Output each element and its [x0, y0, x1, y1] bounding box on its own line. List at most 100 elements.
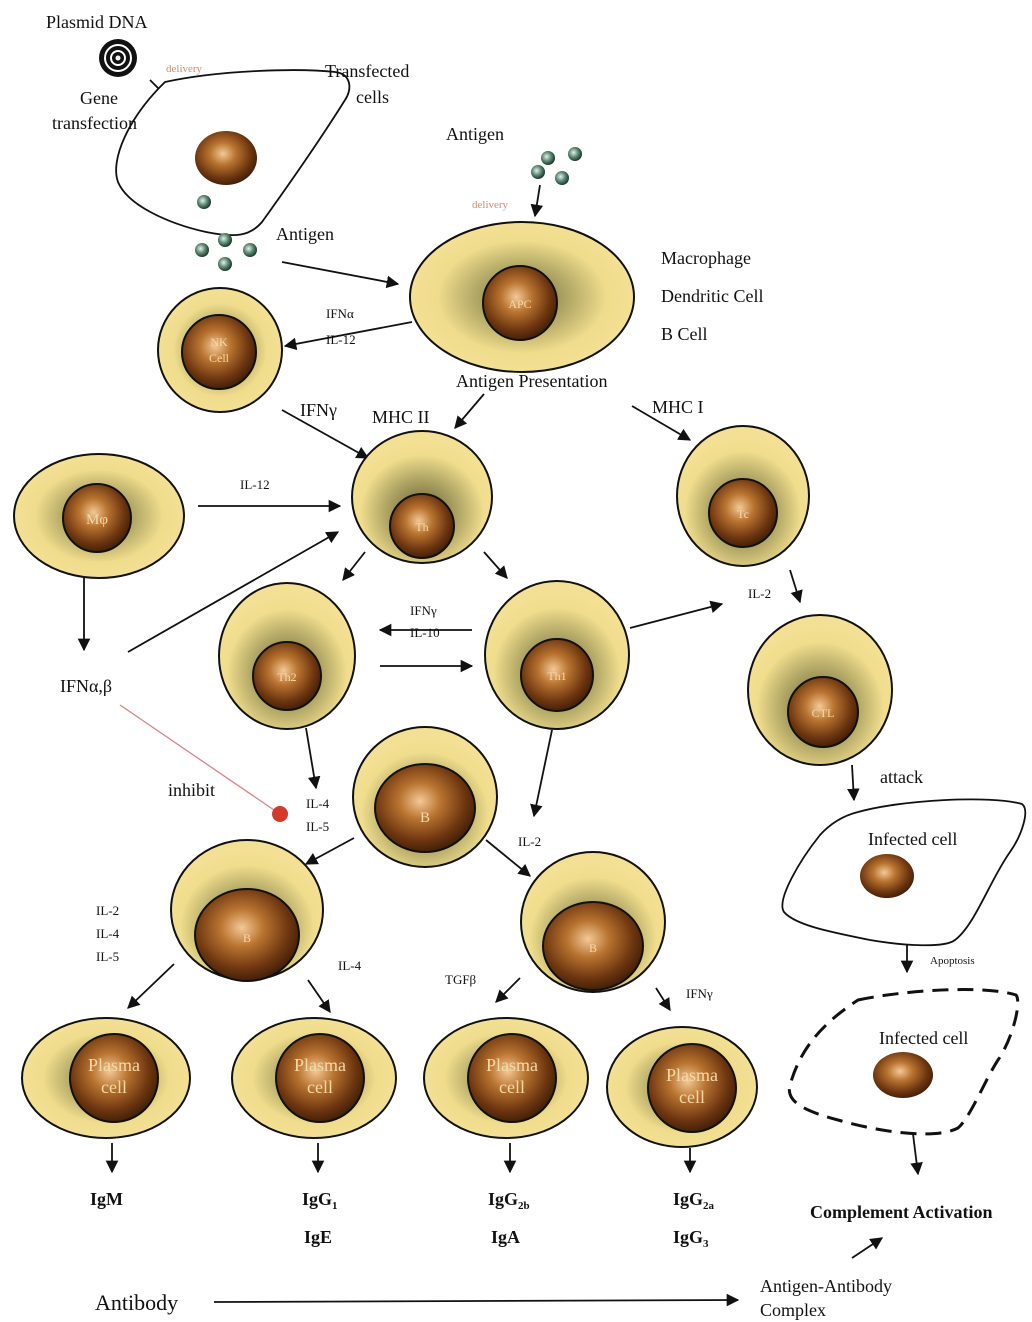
antigen-dots-top: [531, 147, 582, 185]
mhc2-label: MHC II: [372, 407, 430, 427]
th2-text: Th2: [277, 670, 296, 684]
arrow-antigen-apc: [282, 262, 398, 284]
bcell-label: B Cell: [661, 324, 708, 344]
tgfb-label: TGFβ: [445, 972, 477, 987]
arrow-b-plasma2: [308, 980, 330, 1012]
il4-right-label: IL-4: [338, 958, 362, 973]
plasmid-icon: [99, 39, 137, 77]
inhibit-label: inhibit: [168, 780, 215, 800]
igg2a-base: IgG: [673, 1189, 703, 1209]
igg2a-label: IgG2a: [673, 1189, 715, 1212]
inhibit-dot: [272, 806, 288, 822]
nk-text-2: Cell: [209, 351, 230, 365]
il2-b-label: IL-2: [518, 834, 541, 849]
igg3-sub: 3: [703, 1238, 709, 1250]
b-center-nucleus: [375, 764, 475, 852]
transfection-label: transfection: [52, 113, 137, 133]
antigen-left-label: Antigen: [276, 224, 334, 244]
plasma-text-3b: cell: [499, 1077, 525, 1097]
arrow-b-plasma3: [496, 978, 520, 1002]
dendritic-label: Dendritic Cell: [661, 286, 763, 306]
il2-left-label: IL-2: [96, 903, 119, 918]
transfected-cells-label: cells: [356, 87, 389, 107]
ifng-right-label: IFNγ: [686, 986, 713, 1001]
plasma-text-1a: Plasma: [88, 1055, 140, 1075]
igg2b-base: IgG: [488, 1189, 518, 1209]
igg2a-sub: 2a: [703, 1200, 715, 1212]
ige-label: IgE: [304, 1227, 332, 1247]
infected-nucleus: [860, 854, 914, 898]
igg1-base: IgG: [302, 1189, 332, 1209]
ifng-th-label: IFNγ: [410, 603, 437, 618]
attack-label: attack: [880, 767, 923, 787]
igg3-base: IgG: [673, 1227, 703, 1247]
plasmid-dna-label: Plasmid DNA: [46, 12, 148, 32]
mhc1-label: MHC I: [652, 397, 704, 417]
igg2b-sub: 2b: [518, 1200, 530, 1212]
il12-mphi-label: IL-12: [240, 477, 270, 492]
ifn-ab-label: IFNα,β: [60, 676, 112, 696]
nk-text-1: NK: [210, 335, 228, 349]
infected-cell-label-1: Infected cell: [868, 829, 957, 849]
transfected-nucleus: [195, 131, 257, 185]
arrow-th-th1: [484, 552, 507, 578]
antigen-dot: [197, 195, 211, 209]
plasma-text-4b: cell: [679, 1087, 705, 1107]
th-text: Th: [415, 520, 428, 534]
arrow-th2-b: [306, 728, 316, 788]
il4-left-label: IL-4: [96, 926, 120, 941]
arrow-antigen-delivery: [535, 185, 540, 216]
b-left-text: B: [243, 931, 251, 945]
ifn-gamma-nk-label: IFNγ: [300, 400, 337, 420]
arrow-ctl-attack: [852, 765, 854, 800]
igg1-sub: 1: [332, 1200, 338, 1212]
igg2b-label: IgG2b: [488, 1189, 530, 1212]
apoptotic-nucleus: [873, 1052, 933, 1098]
arrow-b-plasma1: [128, 964, 174, 1008]
il10-th-label: IL-10: [410, 625, 440, 640]
plasma-text-3a: Plasma: [486, 1055, 538, 1075]
tc-text: Tc: [737, 507, 749, 521]
ag-ab-label-1: Antigen-Antibody: [760, 1276, 892, 1296]
ag-ab-label-2: Complex: [760, 1300, 826, 1320]
transfected-label: Transfected: [325, 61, 409, 81]
ctl-text: CTL: [812, 706, 835, 720]
antibody-label: Antibody: [95, 1290, 178, 1315]
plasma-text-1b: cell: [101, 1077, 127, 1097]
il5-b-label: IL-5: [306, 819, 329, 834]
arrow-antibody-complex: [214, 1300, 738, 1302]
il5-left-label: IL-5: [96, 949, 119, 964]
delivery-label-top: delivery: [166, 63, 203, 75]
plasma-text-2b: cell: [307, 1077, 333, 1097]
arrow-th1-il2: [630, 604, 722, 628]
mphi-text: Mφ: [86, 512, 108, 528]
arrow-antigen-presentation: [455, 394, 484, 428]
apoptosis-label: Apoptosis: [930, 955, 975, 967]
macrophage-label: Macrophage: [661, 248, 751, 268]
infected-cell-label-2: Infected cell: [879, 1028, 968, 1048]
antigen-presentation-label: Antigen Presentation: [456, 371, 607, 391]
th1-text: Th1: [547, 669, 566, 683]
arrow-th1-b: [534, 730, 552, 816]
il12-nk-label: IL-12: [326, 332, 356, 347]
arrow-tc-ctl: [790, 570, 800, 602]
gene-label: Gene: [80, 88, 118, 108]
delivery-antigen-label: delivery: [472, 199, 509, 211]
apc-text: APC: [508, 297, 531, 311]
plasma-text-2a: Plasma: [294, 1055, 346, 1075]
plasma-text-4a: Plasma: [666, 1065, 718, 1085]
il2-tc-label: IL-2: [748, 586, 771, 601]
il4-b-label: IL-4: [306, 796, 330, 811]
b-right-text: B: [589, 941, 597, 955]
arrow-complex-complement: [852, 1238, 882, 1258]
arrow-b-plasma4: [656, 988, 670, 1010]
igg1-label: IgG1: [302, 1189, 338, 1212]
antigen-dots-left: [195, 233, 257, 271]
igg3-label: IgG3: [673, 1227, 709, 1250]
ifn-alpha-label: IFNα: [326, 306, 354, 321]
arrow-th-th2: [343, 552, 365, 580]
antigen-top-label: Antigen: [446, 124, 504, 144]
complement-label: Complement Activation: [810, 1202, 992, 1222]
